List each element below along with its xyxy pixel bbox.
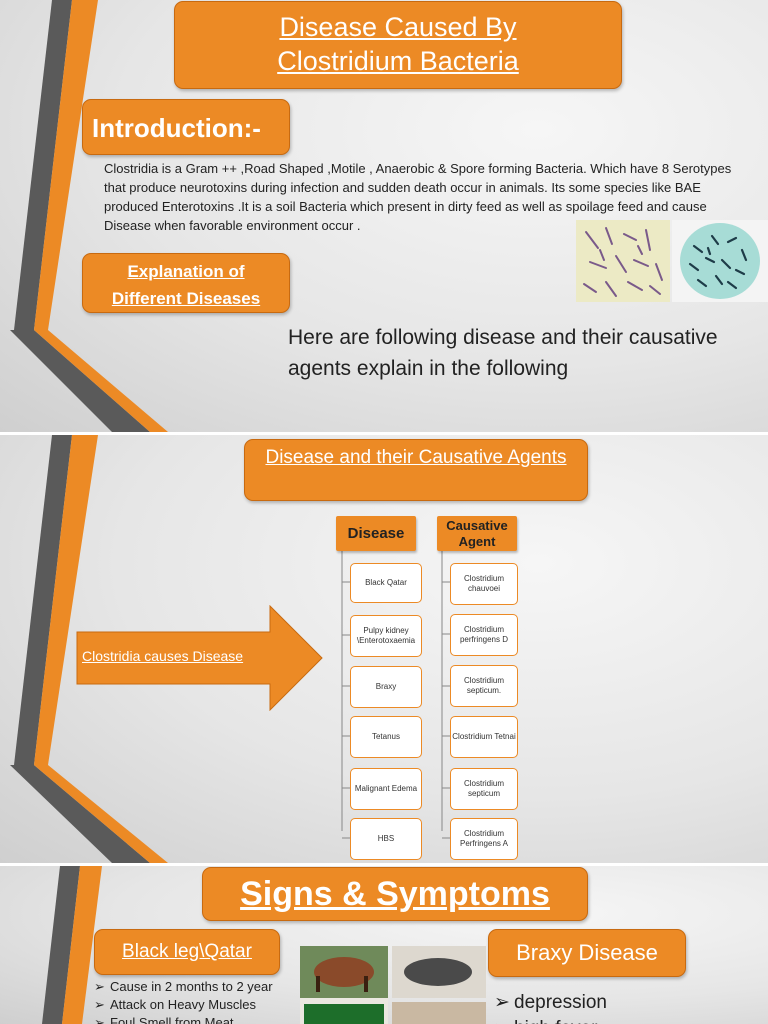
agent-item: Clostridium septicum. [450, 665, 518, 707]
braxy-points: depression high fever [494, 990, 694, 1024]
agent-item: Clostridium Tetnai [450, 716, 518, 758]
disease-item: Malignant Edema [350, 768, 422, 810]
slide2-title: Disease and their Causative Agents [244, 439, 588, 501]
disease-column-header: Disease [336, 516, 416, 551]
animal-photos-image [300, 946, 486, 1024]
slide-decoration [42, 866, 102, 1024]
slide-introduction: Disease Caused By Clostridium Bacteria I… [0, 0, 768, 432]
disease-item: Tetanus [350, 716, 422, 758]
slide-decoration [10, 435, 168, 863]
tree-connectors [341, 550, 450, 839]
intro-heading: Introduction:- [82, 99, 290, 155]
agent-item: Clostridium chauvoei [450, 563, 518, 605]
slide-signs-symptoms: Signs & Symptoms Black leg\Qatar Cause i… [0, 866, 768, 1024]
agent-item: Clostridium Perfringens A [450, 818, 518, 860]
explanation-heading: Explanation of Different Diseases [82, 253, 290, 313]
blackleg-points: Cause in 2 months to 2 year Attack on He… [94, 978, 294, 1024]
list-item: Foul Smell from Meat [94, 1014, 294, 1024]
disease-item: HBS [350, 818, 422, 860]
explanation-line-2: Different Diseases [111, 289, 261, 308]
agent-item: Clostridium perfringens D [450, 614, 518, 656]
list-item: high fever [494, 1016, 694, 1024]
blackleg-heading: Black leg\Qatar [94, 929, 280, 975]
intro-paragraph: Clostridia is a Gram ++ ,Road Shaped ,Mo… [104, 161, 732, 233]
list-item: Cause in 2 months to 2 year [94, 978, 294, 996]
slide2-title-text: Disease and their Causative Agents [265, 447, 567, 468]
bacteria-culture-image [672, 220, 768, 302]
title-line-2: Clostridium Bacteria [277, 46, 519, 76]
slide-causative-agents: Disease and their Causative Agents Clost… [0, 435, 768, 863]
right-arrow-shape [76, 605, 323, 711]
braxy-heading: Braxy Disease [488, 929, 686, 977]
slide3-title: Signs & Symptoms [202, 867, 588, 921]
list-item: Attack on Heavy Muscles [94, 996, 294, 1014]
agent-item: Clostridium septicum [450, 768, 518, 810]
disease-item: Pulpy kidney \Enterotoxaemia [350, 615, 422, 657]
explanation-line-1: Explanation of [127, 262, 245, 281]
bacteria-micrograph-image [576, 220, 670, 302]
disease-item: Braxy [350, 666, 422, 708]
arrow-label: Clostridia causes Disease [82, 648, 244, 664]
slide-title: Disease Caused By Clostridium Bacteria [174, 1, 622, 89]
slide-decoration [10, 0, 168, 432]
title-line-1: Disease Caused By [279, 12, 517, 42]
blackleg-heading-text: Black leg\Qatar [122, 941, 252, 962]
braxy-heading-text: Braxy Disease [516, 940, 658, 965]
disease-item: Black Qatar [350, 563, 422, 603]
list-item: depression [494, 990, 694, 1016]
intro-heading-text: Introduction:- [92, 113, 261, 143]
slide3-title-text: Signs & Symptoms [240, 875, 550, 913]
agent-column-header: Causative Agent [437, 516, 517, 551]
following-text: Here are following disease and their cau… [288, 326, 718, 380]
